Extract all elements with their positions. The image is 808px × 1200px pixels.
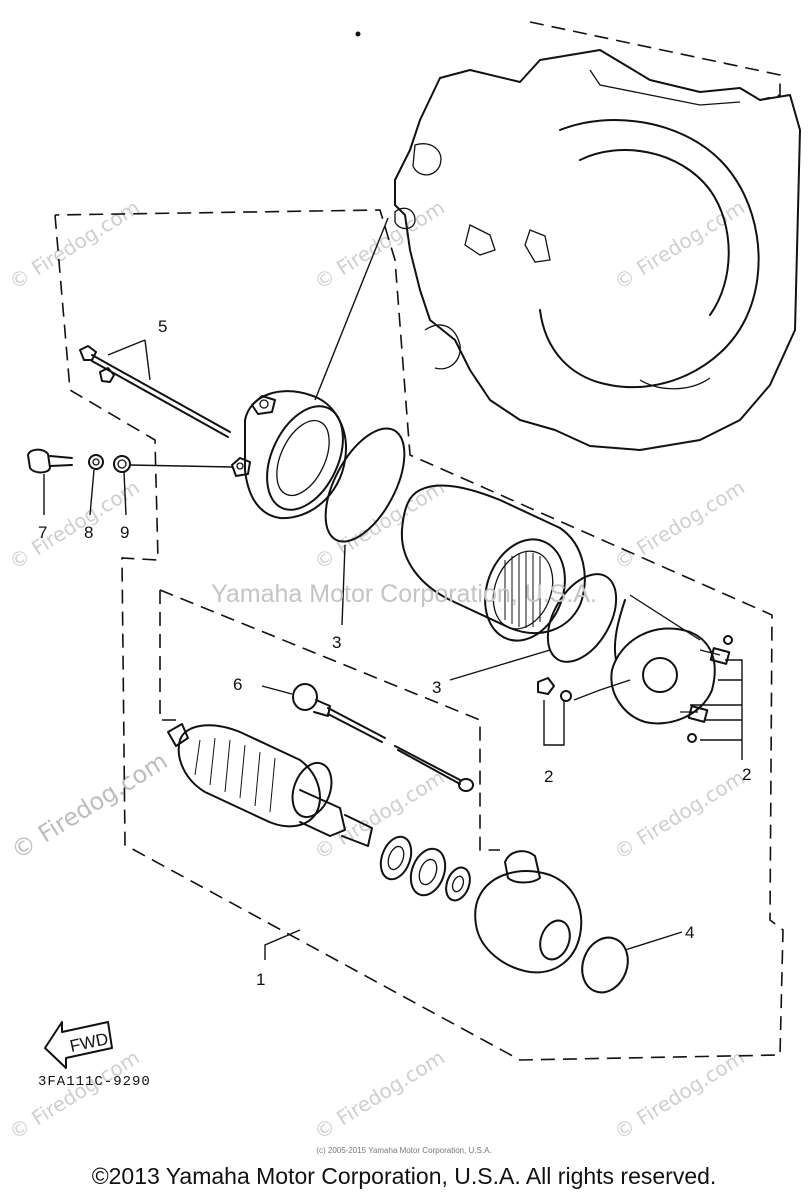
label-part-2-right: 2	[742, 765, 751, 784]
diagram-part-code: 3FA111C-9290	[38, 1074, 151, 1090]
label-part-3-upper: 3	[332, 633, 341, 652]
seal-rings	[379, 835, 471, 902]
through-bolts	[79, 345, 231, 438]
copyright-footer: ©2013 Yamaha Motor Corporation, U.S.A. A…	[91, 1163, 717, 1189]
o-ring-upper	[324, 427, 406, 543]
label-part-1: 1	[256, 970, 265, 989]
leader-lines	[43, 217, 743, 960]
brush-screw-set	[537, 677, 572, 702]
label-part-2-left: 2	[544, 767, 553, 786]
armature	[167, 723, 373, 847]
o-ring-lower	[546, 573, 618, 663]
watermark: © Firedog.com	[5, 1045, 144, 1144]
o-ring-rear	[581, 936, 629, 994]
yoke-housing	[400, 484, 586, 642]
watermark: © Firedog.com	[610, 1045, 749, 1144]
assembly-boundary	[54, 209, 784, 1061]
armature-group-boundary	[159, 589, 500, 851]
fwd-arrow: FWD	[44, 1021, 113, 1069]
firedog-watermarks: © Firedog.com © Firedog.com © Firedog.co…	[5, 195, 749, 1144]
front-bracket	[231, 390, 347, 520]
label-part-7: 7	[38, 523, 47, 542]
fwd-label: FWD	[68, 1029, 110, 1056]
rear-cover	[474, 850, 583, 974]
brush-holder	[610, 594, 733, 743]
watermark-large: © Firedog.com	[6, 747, 172, 865]
watermark: © Firedog.com	[310, 1045, 449, 1144]
label-part-5: 5	[158, 317, 167, 336]
armature-winding-lines	[194, 737, 276, 813]
part-labels: 5 7 8 9 3 3 6 2 2 1 4	[38, 317, 751, 989]
long-bolt-cap	[292, 683, 386, 743]
lead-wire	[394, 745, 474, 792]
label-part-8: 8	[84, 523, 93, 542]
watermark: © Firedog.com	[5, 195, 144, 294]
label-part-9: 9	[120, 523, 129, 542]
watermark: © Firedog.com	[610, 765, 749, 864]
label-part-4: 4	[685, 923, 694, 942]
mounting-bolt-set	[27, 448, 131, 474]
center-watermark: Yamaha Motor Corporation, U.S.A.	[211, 580, 597, 608]
crankcase-outline	[394, 21, 801, 451]
label-part-3-lower: 3	[432, 678, 441, 697]
label-part-6: 6	[233, 675, 242, 694]
small-copyright: (c) 2005-2015 Yamaha Motor Corporation, …	[316, 1146, 492, 1155]
yoke-magnet-hatch	[504, 552, 541, 628]
ink-speck	[355, 31, 361, 37]
watermark: © Firedog.com	[610, 475, 749, 574]
